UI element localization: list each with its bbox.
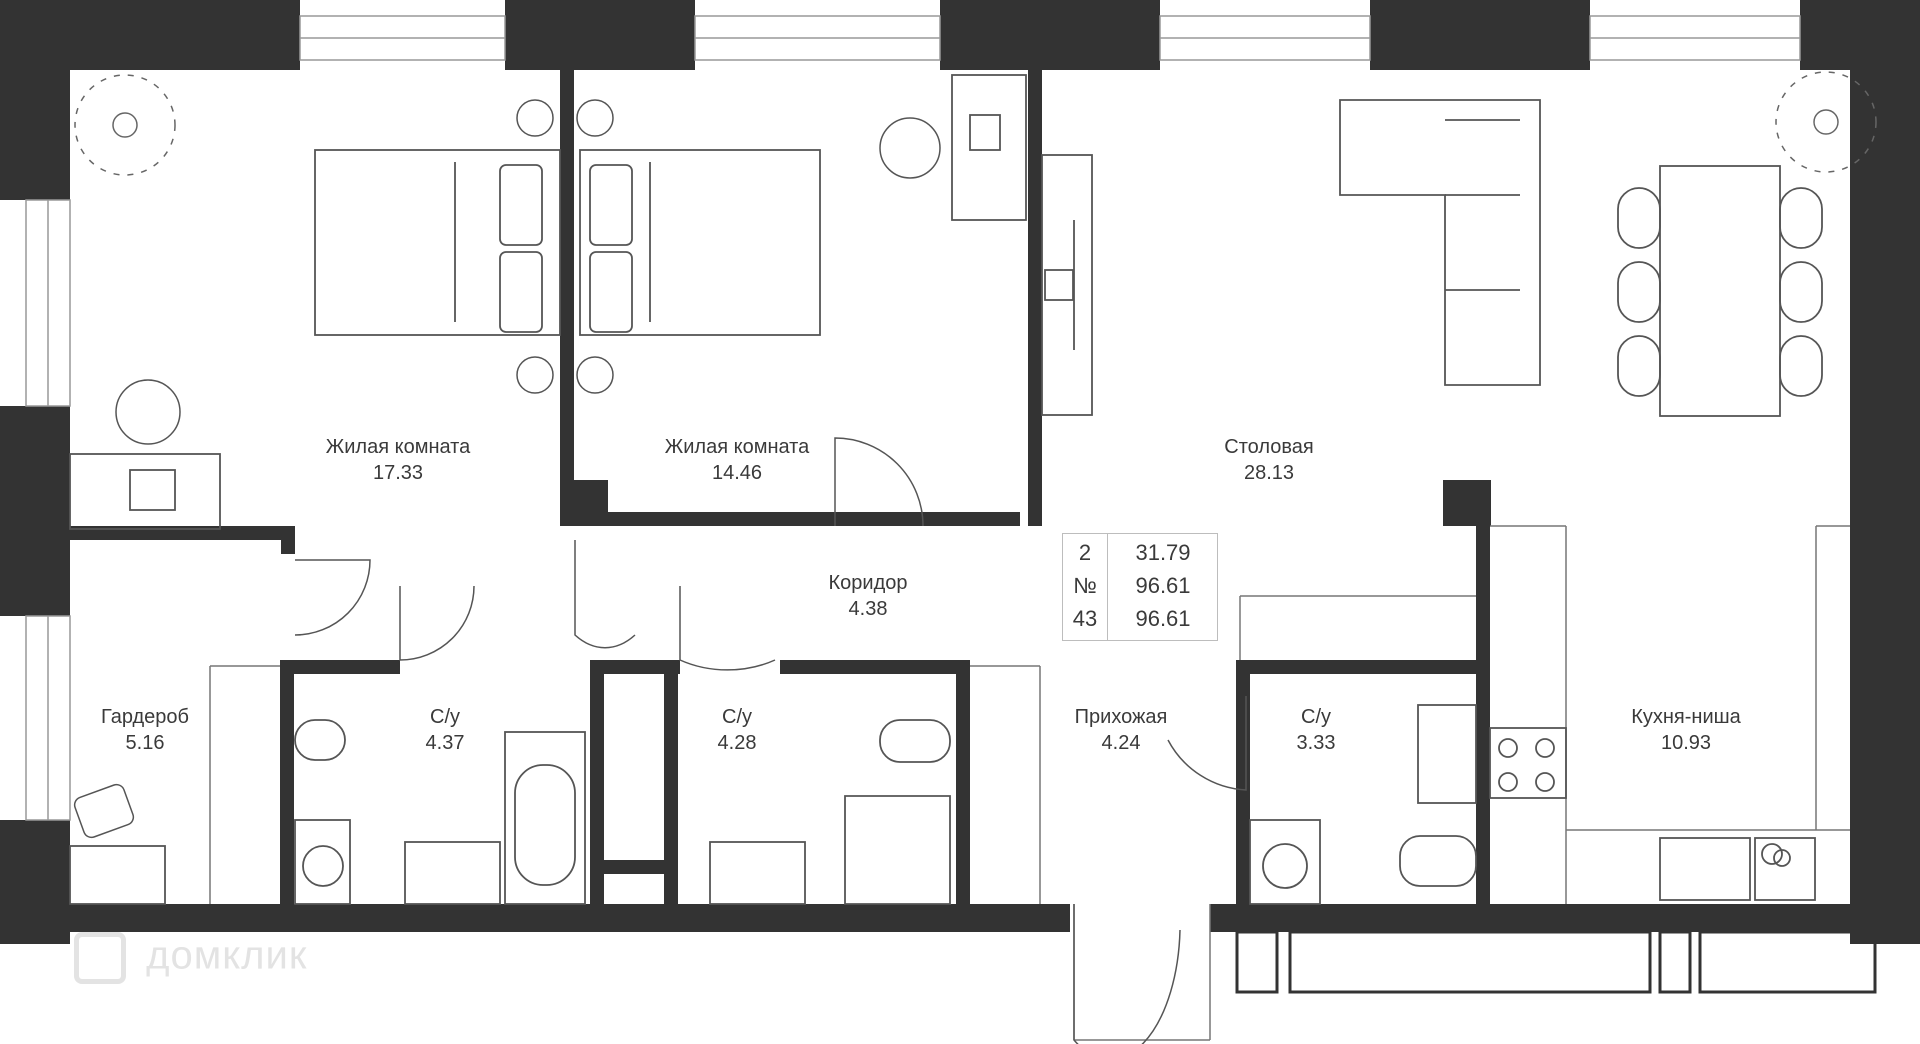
room-lines — [209, 525, 1850, 1041]
room-area: 4.24 — [1101, 732, 1141, 754]
room-label-hallway: Прихожая 4.24 — [1075, 704, 1168, 756]
domclick-logo-icon — [74, 932, 126, 984]
room-area: 5.16 — [125, 732, 165, 754]
room-area: 4.37 — [425, 732, 465, 754]
room-area: 17.33 — [372, 462, 424, 484]
room-label-bedroom-2: Жилая комната 14.46 — [665, 434, 809, 486]
room-name: С/у — [722, 706, 752, 728]
apartment-number: 43 — [1072, 606, 1098, 631]
windows — [25, 15, 1801, 821]
room-label-kitchen: Кухня-ниша 10.93 — [1631, 704, 1741, 756]
lamps — [516, 99, 614, 394]
room-name: Кухня-ниша — [1631, 706, 1741, 728]
room-label-wardrobe: Гардероб 5.16 — [101, 704, 189, 756]
living-area: 31.79 — [1135, 540, 1191, 565]
interior-walls — [70, 70, 1920, 932]
plants — [74, 71, 1877, 176]
number-sign: № — [1073, 573, 1097, 598]
room-label-corridor: Коридор 4.38 — [829, 570, 908, 622]
room-name: Жилая комната — [664, 436, 810, 458]
room-area: 28.13 — [1243, 462, 1295, 484]
rooms-count: 2 — [1078, 540, 1092, 565]
room-label-bedroom-1: Жилая комната 17.33 — [326, 434, 470, 486]
room-name: Столовая — [1224, 436, 1314, 458]
room-area: 10.93 — [1660, 732, 1712, 754]
room-name: Прихожая — [1074, 706, 1168, 728]
room-name: Коридор — [828, 572, 908, 594]
room-label-dining: Столовая 28.13 — [1224, 434, 1313, 486]
desks — [69, 74, 1027, 905]
room-label-bathroom-1: С/у 4.37 — [426, 704, 465, 756]
total-area-2: 96.61 — [1135, 606, 1191, 631]
apartment-info-box: 2 31.79 № 96.61 43 96.61 — [1062, 533, 1218, 641]
watermark: домклик — [74, 932, 307, 984]
sofa — [1339, 99, 1541, 386]
room-area: 3.33 — [1296, 732, 1336, 754]
room-name: С/у — [430, 706, 460, 728]
room-name: С/у — [1301, 706, 1331, 728]
tv-unit — [1041, 154, 1093, 416]
room-area: 4.38 — [848, 598, 888, 620]
room-name: Гардероб — [101, 706, 189, 728]
kitchen — [1489, 727, 1816, 901]
total-area: 96.61 — [1135, 573, 1191, 598]
bath-fixtures — [294, 704, 1477, 905]
chairs — [73, 117, 941, 839]
watermark-text: домклик — [146, 933, 308, 978]
dining-set — [1617, 165, 1823, 417]
room-area: 14.46 — [711, 462, 763, 484]
balcony — [1235, 930, 1877, 994]
room-name: Жилая комната — [325, 436, 471, 458]
room-label-bathroom-2: С/у 4.28 — [718, 704, 757, 756]
doors — [294, 437, 1247, 1044]
room-label-bathroom-3: С/у 3.33 — [1297, 704, 1336, 756]
room-area: 4.28 — [717, 732, 757, 754]
beds — [314, 149, 821, 336]
